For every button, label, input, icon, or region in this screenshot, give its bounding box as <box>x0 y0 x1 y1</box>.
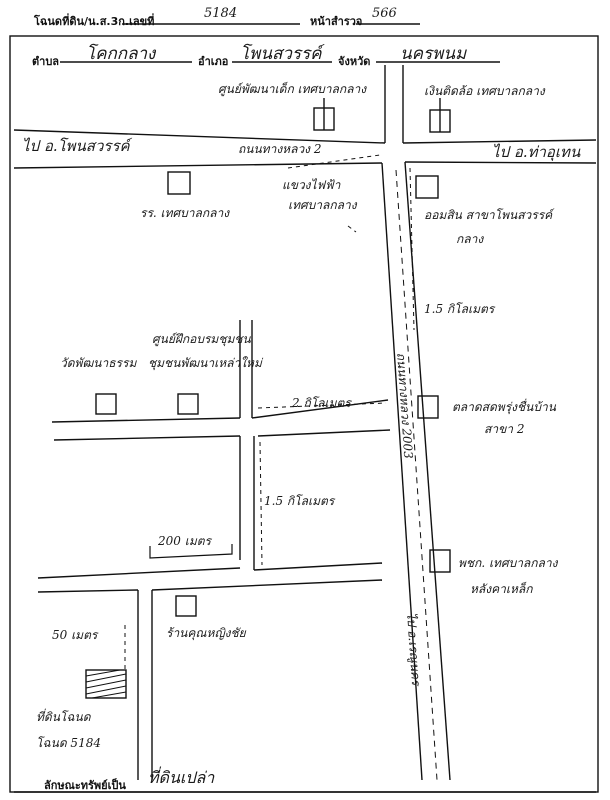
province-label: จังหวัด <box>338 55 371 68</box>
highway-top-line-upper <box>13 129 386 144</box>
label-parcel: ที่ดินโฉนด <box>36 710 91 724</box>
bank-building <box>415 175 439 199</box>
highway-2003-left <box>381 162 423 781</box>
amphoe-value: โพนสวรรค์ <box>240 44 322 64</box>
deed-number: 5184 <box>204 6 238 21</box>
province-value: นครพนม <box>400 44 467 64</box>
label-parcel-no: โฉนด 5184 <box>36 736 101 750</box>
label-highway-top: ถนนทางหลวง 2 <box>238 142 322 156</box>
page-number: 566 <box>372 6 397 21</box>
label-health-center: ศูนย์ฝึกอบรมชุมชน <box>152 332 251 346</box>
label-electric-office: แขวงไฟฟ้า <box>282 178 341 192</box>
property-label: ลักษณะทรัพย์เป็น <box>44 779 126 792</box>
school-building <box>167 171 191 195</box>
property-value: ที่ดินเปล่า <box>148 768 215 787</box>
label-distance-1: 1.5 กิโลเมตร <box>424 302 495 316</box>
label-bank-line2: กลาง <box>456 232 484 246</box>
label-to-phon-sawan: ไป อ.โพนสวรรค์ <box>22 137 130 155</box>
deed-label: โฉนดที่ดิน/น.ส.3ก.เลขที่ <box>34 15 155 28</box>
health-center-building <box>177 393 199 415</box>
office-building <box>429 549 451 573</box>
label-distance-2: 2 กิโลเมตร <box>292 396 351 410</box>
page-label: หน้าสำรวจ <box>310 15 363 28</box>
tambon-value: โคกกลาง <box>86 44 156 64</box>
label-to-tha-uthen: ไป อ.ท่าอุเทน <box>492 143 581 161</box>
highway-top-line-lower <box>13 162 383 169</box>
highway-right-line-lower <box>404 161 597 164</box>
label-office: พชก. เทศบาลกลาง <box>458 556 558 570</box>
label-office-roof: หลังคาเหล็ก <box>470 582 533 596</box>
label-community: ชุมชนพัฒนาเหล่าใหม่ <box>148 356 262 370</box>
amphoe-label: อำเภอ <box>198 55 229 68</box>
highway-2003-right <box>404 161 451 781</box>
label-bank: ออมสิน สาขาโพนสวรรค์ <box>424 208 553 222</box>
label-market: ตลาดสดพรุ่งชื่นบ้าน <box>452 400 556 414</box>
label-temple: วัดพัฒนาธรรม <box>60 356 137 370</box>
label-gas-station: เงินติดล้อ เทศบาลกลาง <box>424 84 545 98</box>
label-50m: 50 เมตร <box>52 628 98 642</box>
label-market-branch: สาขา 2 <box>484 422 525 436</box>
highway-right-line-upper <box>402 139 597 144</box>
label-distance-1b: 1.5 กิโลเมตร <box>264 494 335 508</box>
label-shop: ร้านคุณหญิงชัย <box>166 626 246 640</box>
label-200m: 200 เมตร <box>158 534 211 548</box>
market-building <box>417 395 439 419</box>
shop-building <box>175 595 197 617</box>
parcel-box <box>85 669 127 699</box>
tambon-label: ตำบล <box>32 55 60 68</box>
label-school: รร. เทศบาลกลาง <box>140 206 230 220</box>
label-municipal: เทศบาลกลาง <box>288 198 357 212</box>
label-child-center: ศูนย์พัฒนาเด็ก เทศบาลกลาง <box>218 82 367 96</box>
temple-building <box>95 393 117 415</box>
